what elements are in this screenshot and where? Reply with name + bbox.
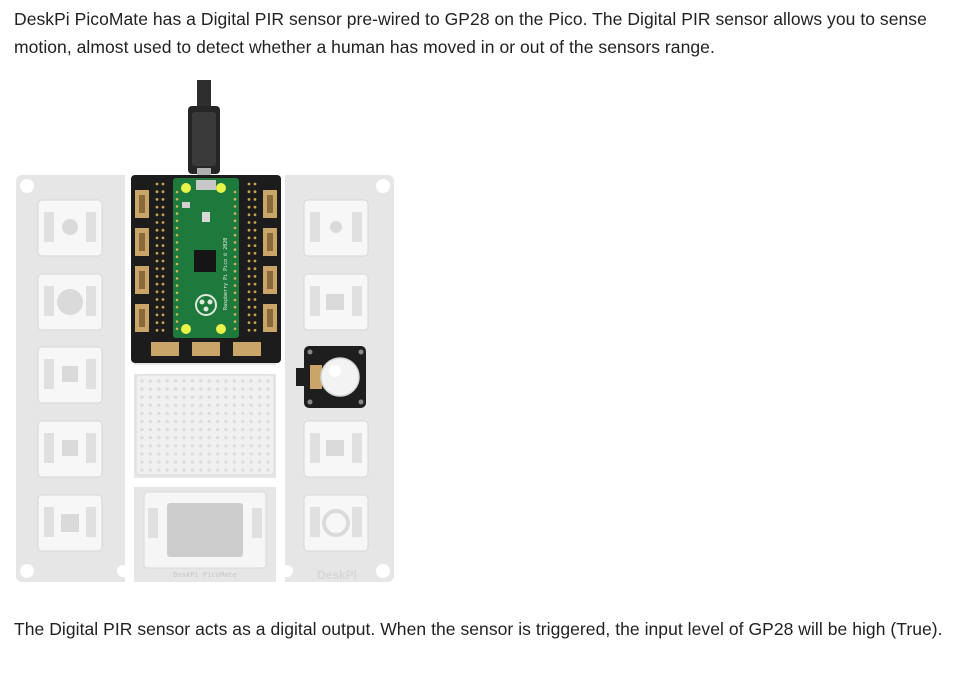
output-paragraph: The Digital PIR sensor acts as a digital… <box>14 619 943 639</box>
usb-cable <box>197 80 211 108</box>
intro-paragraph: DeskPi PicoMate has a Digital PIR sensor… <box>14 9 927 57</box>
board-label: DeskPi PicoMate <box>173 571 236 579</box>
pico-label: Raspberry Pi Pico © 2020 <box>223 238 229 310</box>
logo-label: DeskPi <box>317 568 357 582</box>
faded-base-board: DeskPi PicoMate DeskPi <box>16 175 394 582</box>
pir-dome <box>320 357 360 397</box>
picomate-board-image: DeskPi PicoMate DeskPi <box>14 80 396 584</box>
